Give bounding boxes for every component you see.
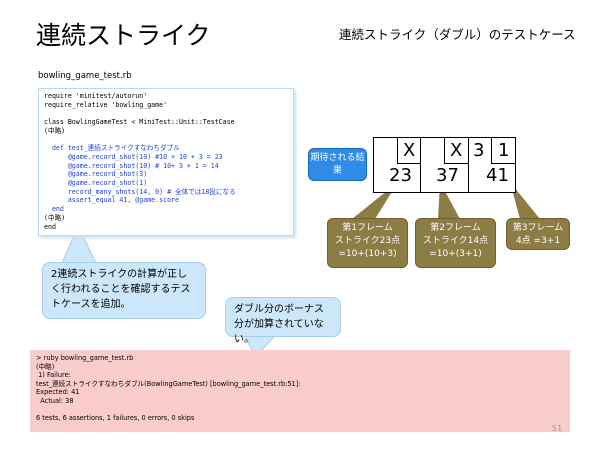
note-frame-2: 第2フレームストライク14点 =10+(3+1): [415, 218, 496, 268]
note-text: 第1フレーム: [342, 223, 393, 233]
note-text: 4点 =3+1: [515, 236, 561, 246]
output-line: Expected: 41: [36, 388, 80, 396]
output-line: (中略): [36, 362, 55, 371]
code-line: require 'minitest/autorun': [44, 92, 148, 100]
note-text: =10+(3+1): [429, 249, 482, 259]
slide-title: 連続ストライク: [36, 21, 211, 50]
callout-test-added: 2連続ストライクの計算が正しく行われることを確認するテストケースを追加。: [42, 262, 206, 319]
expected-result-label: 期待される結果: [308, 148, 367, 181]
output-line: 1) Failure:: [36, 371, 71, 379]
code-line: (中略): [44, 126, 66, 135]
total-2: 37: [436, 165, 459, 186]
code-block: require 'minitest/autorun'require_relati…: [38, 88, 294, 236]
note3-pointer: [510, 182, 540, 219]
file-name: bowling_game_test.rb: [38, 71, 132, 81]
code-line: class BowlingGameTest < MiniTest::Unit::…: [44, 118, 235, 127]
code-line: end: [44, 205, 64, 214]
page-number: 51: [552, 424, 563, 433]
output-line: test_連続ストライクすなわちダブル(BowlingGameTest) [bo…: [36, 379, 301, 388]
test-output: > ruby bowling_game_test.rb(中略) 1) Failu…: [30, 350, 570, 432]
note-frame-3: 第3フレーム 4点 =3+1: [506, 218, 570, 250]
callout-bonus-missing: ダブル分のボーナス分が加算されていない。: [225, 297, 341, 345]
note-text: =10+(10+3): [338, 249, 397, 259]
mark-1: X: [403, 140, 416, 161]
mark-2: X: [450, 140, 463, 161]
mark-3: 3: [473, 140, 485, 161]
mark-4: 1: [498, 140, 510, 161]
slide-subtitle: 連続ストライク（ダブル）のテストケース: [339, 27, 576, 42]
note-text: ストライク14点: [422, 236, 489, 246]
note-frame-1: 第1フレームストライク23点 =10+(10+3): [327, 218, 408, 268]
output-line: > ruby bowling_game_test.rb: [36, 354, 134, 362]
frame-2-box: [444, 137, 469, 164]
code-line: def test_連続ストライクすなわちダブル: [44, 144, 180, 153]
code-line: assert_equal 41, @game.score: [44, 196, 179, 205]
code-line: @game.record_shot(10) # 10+ 3 + 1 = 14: [44, 161, 219, 170]
note-text: 第2フレーム: [430, 223, 481, 233]
code-line: @game.record_shot(3): [44, 170, 148, 179]
frame-3-box: [491, 137, 516, 164]
code-line: end: [44, 222, 56, 231]
note-text: ストライク23点: [334, 236, 401, 246]
code-line: (中略): [44, 213, 66, 222]
code-line: require_relative 'bowling_game': [44, 100, 168, 109]
total-1: 23: [389, 165, 412, 186]
output-line: 6 tests, 6 assertions, 1 failures, 0 err…: [36, 413, 195, 422]
code-line: @game.record_shot(10) #10 + 10 + 3 = 23: [44, 152, 223, 161]
total-3: 41: [486, 165, 509, 186]
code-line: record_many_shots(14, 0) # 全体では18投になる: [44, 187, 236, 196]
frame-1-box: [397, 137, 421, 164]
code-line: @game.record_shot(1): [44, 179, 148, 188]
output-line: Actual: 38: [36, 396, 74, 405]
note-text: 第3フレーム: [512, 223, 564, 233]
